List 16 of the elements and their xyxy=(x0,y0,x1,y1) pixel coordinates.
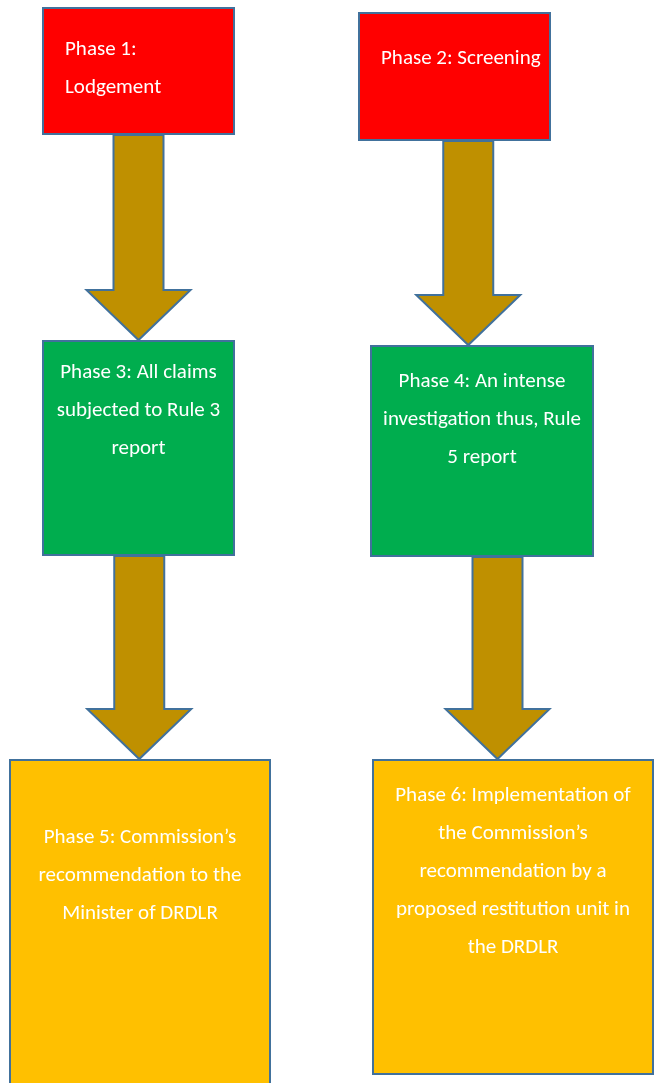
box-text: Phase 3: All claims subjected to Rule 3 report xyxy=(55,357,222,462)
process-box xyxy=(42,340,235,556)
block-arrow xyxy=(84,555,194,761)
box-text: Phase 6: Implementation of the Commission’s recommendation by a proposed restitution unit in the DRDLR xyxy=(394,780,632,961)
process-box xyxy=(42,7,235,135)
box-text: Phase 5: Commission’s recommendation to the Minister of DRDLR xyxy=(37,822,243,927)
block-arrow xyxy=(413,140,523,347)
box-text: Phase 4: An intense investigation thus, Rule 5 report xyxy=(382,366,582,471)
box-text: Phase 1: Lodgement xyxy=(65,34,163,101)
process-box xyxy=(370,345,594,557)
process-box xyxy=(9,759,271,1083)
block-arrow xyxy=(84,134,193,342)
process-box xyxy=(358,12,551,141)
box-text: Phase 2: Screening xyxy=(381,43,541,72)
process-box xyxy=(372,759,654,1075)
block-arrow xyxy=(443,556,552,761)
